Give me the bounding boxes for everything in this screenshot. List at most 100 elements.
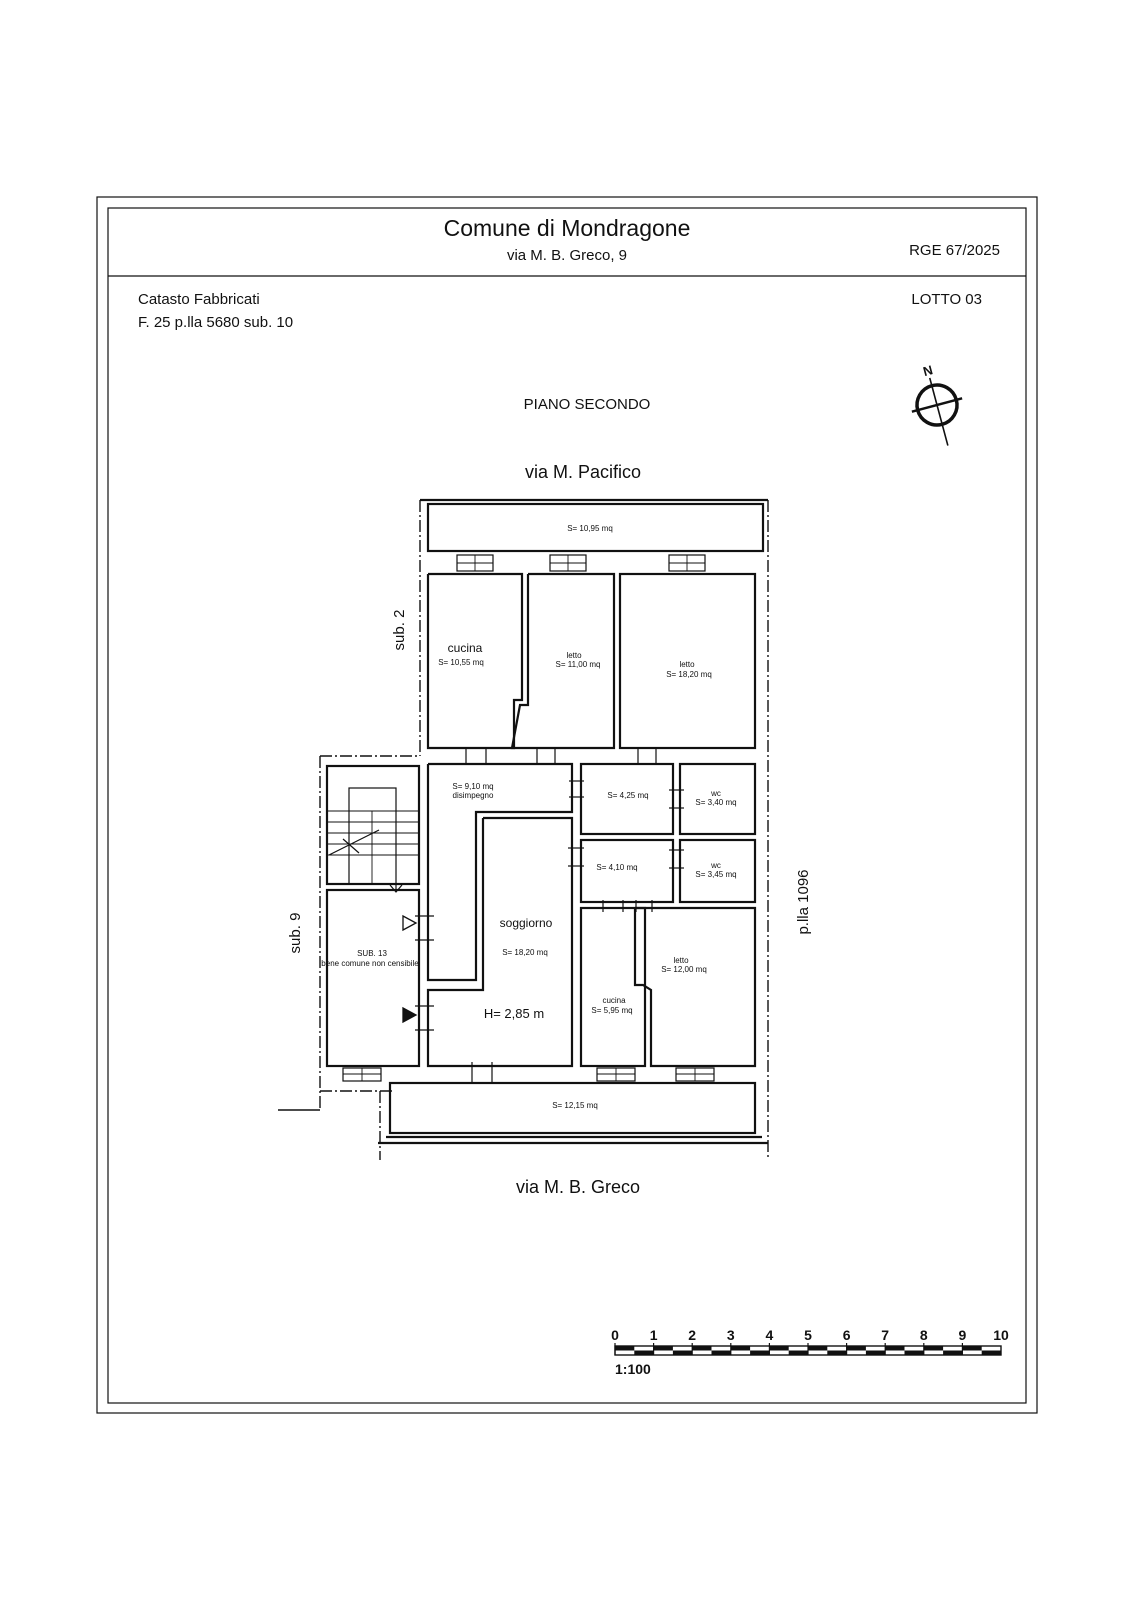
- street-bottom: via M. B. Greco: [516, 1177, 640, 1197]
- scale-bar-segment: [634, 1350, 654, 1355]
- living-area: S= 18,20 mq: [502, 948, 548, 957]
- wc-2-name: wc: [710, 861, 721, 870]
- scale-ratio: 1:100: [615, 1361, 651, 1377]
- balcony-top-area: S= 10,95 mq: [567, 524, 613, 533]
- neighbor-sub-9: sub. 9: [287, 913, 304, 954]
- entrance-arrow-filled-icon: [402, 1006, 418, 1024]
- balcony-bottom: [388, 1081, 757, 1135]
- kitchen-2-name: cucina: [602, 996, 626, 1005]
- hall-area: S= 9,10 mq: [452, 782, 493, 791]
- door-marks: [415, 748, 684, 1082]
- scale-bar-segment: [943, 1350, 963, 1355]
- balcony-bottom-area: S= 12,15 mq: [552, 1101, 598, 1110]
- scale-bar-segment: [923, 1346, 944, 1351]
- scale-bar-segment: [846, 1346, 866, 1351]
- scale-bar-segment: [904, 1350, 924, 1355]
- common-area-desc: bene comune non censibile: [321, 959, 419, 968]
- bedroom-3-area: S= 12,00 mq: [661, 965, 707, 974]
- scale-bar-tick-label: 10: [993, 1327, 1009, 1343]
- wc-2-area: S= 3,45 mq: [695, 870, 736, 879]
- neighbor-sub-2: sub. 2: [391, 610, 408, 651]
- scale-bar-segment: [730, 1346, 751, 1351]
- scale-bar-segment: [769, 1346, 789, 1351]
- closet-1-outline: [579, 762, 675, 836]
- case-reference: RGE 67/2025: [909, 242, 1000, 259]
- balcony-top: [426, 502, 765, 553]
- scale-bar-segments: [614, 1343, 1001, 1355]
- common-area-outline: [325, 888, 421, 1068]
- bedroom-3-outline: [633, 906, 757, 1068]
- address-subtitle: via M. B. Greco, 9: [507, 247, 627, 264]
- wc-2-outline: [678, 838, 757, 904]
- bedroom-1-area: S= 11,00 mq: [556, 660, 601, 669]
- bedroom-2-area: S= 18,20 mq: [666, 670, 712, 679]
- ceiling-height: H= 2,85 m: [484, 1006, 544, 1021]
- scale-bar-segment: [615, 1346, 635, 1351]
- street-top: via M. Pacifico: [525, 462, 641, 482]
- scale-bar-segment: [692, 1346, 712, 1351]
- bedroom-3-name: letto: [673, 956, 689, 965]
- common-area-name: SUB. 13: [357, 949, 387, 958]
- bedroom-1-outline: [510, 572, 616, 750]
- scale-bar-segment: [788, 1350, 808, 1355]
- scale-bar-segment: [653, 1346, 673, 1351]
- scale-bar-tick-label: 4: [766, 1327, 774, 1343]
- kitchen-1-outline: [426, 572, 524, 750]
- kitchen-1-name: cucina: [448, 641, 483, 655]
- kitchen-1-area: S= 10,55 mq: [438, 658, 484, 667]
- wc-1-area: S= 3,40 mq: [695, 798, 736, 807]
- floor-label: PIANO SECONDO: [524, 396, 651, 413]
- windows-bottom: [342, 1067, 715, 1082]
- inner-frame: [107, 207, 1027, 1404]
- kitchen-2-area: S= 5,95 mq: [591, 1006, 632, 1015]
- scale-bar: 0 1 2 3 4 5 6 7 8 9 10 1:100: [611, 1327, 1009, 1377]
- scale-bar-segment: [750, 1350, 770, 1355]
- scale-bar-segment: [808, 1346, 828, 1351]
- north-compass-icon: N: [911, 362, 963, 446]
- closet-2-outline: [579, 838, 675, 904]
- outer-frame: [96, 196, 1038, 1414]
- property-boundary: [319, 500, 769, 1160]
- scale-bar-tick-label: 7: [881, 1327, 889, 1343]
- lot-label: LOTTO 03: [911, 291, 982, 308]
- scale-bar-tick-label: 0: [611, 1327, 619, 1343]
- scale-bar-tick-labels: 0 1 2 3 4 5 6 7 8 9 10: [611, 1327, 1009, 1343]
- closet-2-area: S= 4,10 mq: [596, 863, 637, 872]
- neighbor-parcel-1096: p.lla 1096: [795, 869, 812, 934]
- compass-north-label: N: [921, 362, 934, 379]
- hall-name: disimpegno: [453, 791, 494, 800]
- stairwell-outline: [325, 764, 421, 886]
- hall-outline: [426, 762, 574, 982]
- entrance-arrow-open-icon: [402, 914, 418, 932]
- scale-bar-segment: [885, 1346, 905, 1351]
- bedroom-1-name: letto: [566, 651, 582, 660]
- scale-bar-segment: [711, 1350, 731, 1355]
- scale-bar-segment: [672, 1350, 693, 1355]
- scale-bar-tick-label: 9: [959, 1327, 967, 1343]
- scale-bar-tick-label: 3: [727, 1327, 735, 1343]
- scale-bar-tick-label: 1: [650, 1327, 658, 1343]
- scale-bar-tick-label: 6: [843, 1327, 851, 1343]
- cadastre-label: Catasto Fabbricati: [138, 291, 260, 308]
- bedroom-2-outline: [618, 572, 757, 750]
- wc-1-outline: [678, 762, 757, 836]
- living-outline: [426, 816, 574, 1068]
- closet-1-area: S= 4,25 mq: [607, 791, 648, 800]
- scale-bar-tick-label: 2: [688, 1327, 696, 1343]
- windows-top: [456, 554, 706, 572]
- wc-1-name: wc: [710, 789, 721, 798]
- living-name: soggiorno: [500, 916, 553, 930]
- scale-bar-segment: [962, 1346, 982, 1351]
- scale-bar-tick-label: 5: [804, 1327, 812, 1343]
- scale-bar-segment: [827, 1350, 847, 1355]
- scale-bar-segment: [981, 1350, 1001, 1355]
- staircase: [327, 787, 419, 893]
- scale-bar-segment: [865, 1350, 886, 1355]
- scale-bar-tick-label: 8: [920, 1327, 928, 1343]
- room-labels: cucina S= 10,55 mq letto S= 11,00 mq let…: [321, 641, 736, 1021]
- bedroom-2-name: letto: [679, 660, 695, 669]
- cadastre-parcel: F. 25 p.lla 5680 sub. 10: [138, 314, 293, 331]
- page-title: Comune di Mondragone: [444, 215, 691, 241]
- exterior-walls: [378, 498, 768, 1145]
